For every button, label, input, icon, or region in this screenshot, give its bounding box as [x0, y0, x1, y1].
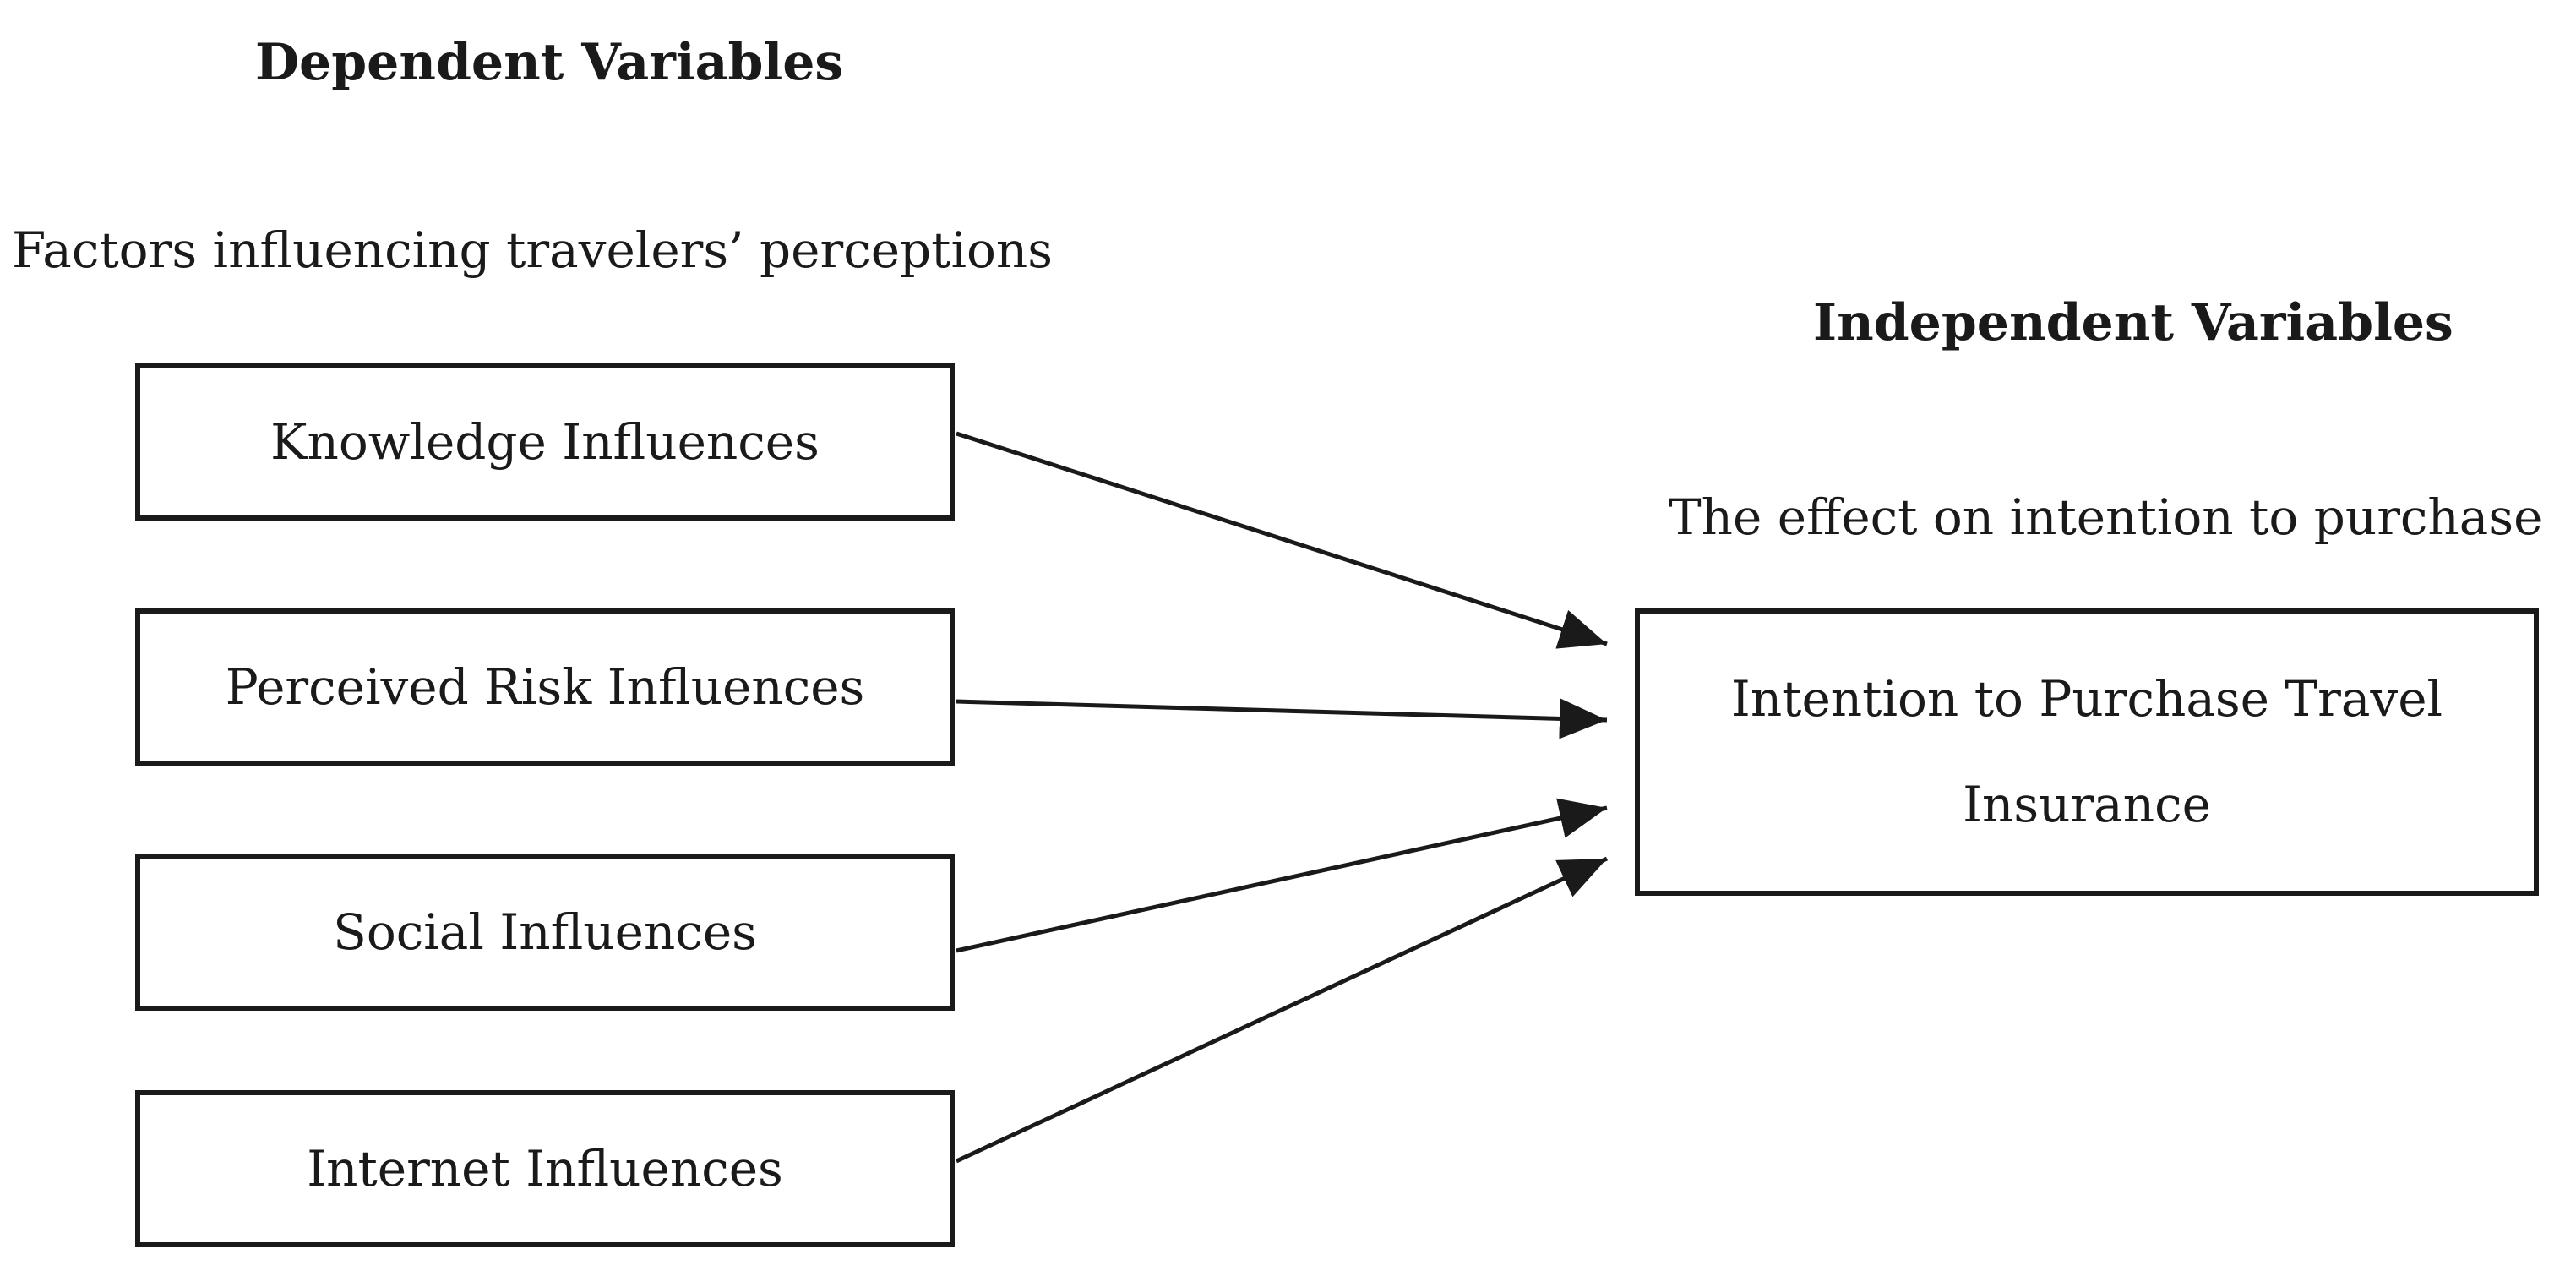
factors-caption: Factors influencing travelers’ perceptio… [12, 221, 1054, 279]
independent-variables-heading: Independent Variables [1813, 293, 2453, 352]
arrow-social-to-intention [956, 798, 1608, 953]
box-internet-influences: Internet Influences [135, 1090, 955, 1247]
box-knowledge-influences: Knowledge Influences [135, 363, 955, 521]
box-social-influences-label: Social Influences [333, 903, 757, 961]
arrow-perceived-risk-to-intention [956, 698, 1608, 739]
box-knowledge-influences-label: Knowledge Influences [270, 412, 820, 471]
box-internet-influences-label: Internet Influences [307, 1139, 783, 1197]
effect-caption: The effect on intention to purchase [1669, 488, 2543, 546]
arrow-internet-to-intention [955, 856, 1609, 1164]
box-perceived-risk-influences: Perceived Risk Influences [135, 608, 955, 766]
arrow-knowledge-to-intention [956, 431, 1608, 649]
dependent-variables-heading: Dependent Variables [255, 33, 844, 92]
box-intention-to-purchase: Intention to Purchase Travel Insurance [1635, 608, 2539, 896]
box-social-influences: Social Influences [135, 854, 955, 1011]
box-perceived-risk-influences-label: Perceived Risk Influences [225, 657, 865, 716]
box-intention-label-line2: Insurance [1963, 776, 2211, 833]
box-intention-label-line1: Intention to Purchase Travel [1730, 670, 2443, 728]
